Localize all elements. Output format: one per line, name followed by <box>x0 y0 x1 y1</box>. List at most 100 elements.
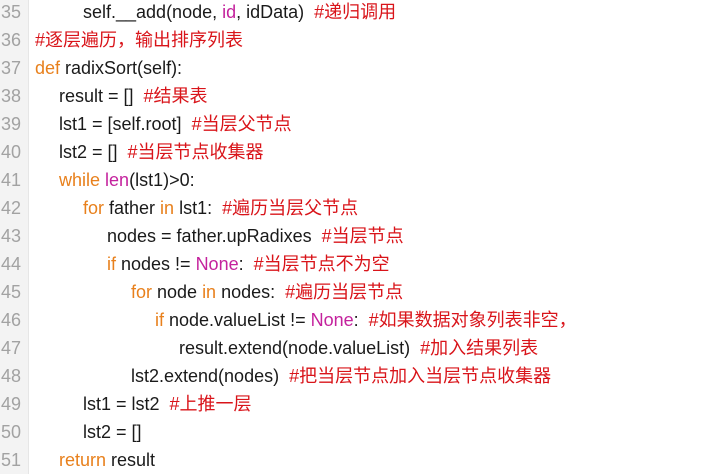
keyword-token: in <box>160 198 175 218</box>
code-line[interactable]: 39 lst1 = [self.root] #当层父节点 <box>0 110 722 138</box>
line-number-gutter <box>0 0 29 474</box>
code-content: nodes = father.upRadixes #当层节点 <box>107 222 404 250</box>
line-number: 41 <box>1 170 22 190</box>
keyword-token: for <box>131 282 153 302</box>
code-text: nodes: <box>216 282 286 302</box>
keyword-token: def <box>35 58 61 78</box>
line-number: 38 <box>1 86 22 106</box>
code-text: result <box>106 450 156 470</box>
code-text: , idData) <box>236 2 315 22</box>
builtin-token: None <box>195 254 239 274</box>
code-text: self.__add(node, <box>83 2 223 22</box>
keyword-token: if <box>155 310 164 330</box>
code-content: result = [] #结果表 <box>59 82 208 110</box>
line-number: 43 <box>1 226 22 246</box>
code-line[interactable]: 48 lst2.extend(nodes) #把当层节点加入当层节点收集器 <box>0 362 722 390</box>
code-line[interactable]: 50 lst2 = [] <box>0 418 722 446</box>
code-text: lst1 = [self.root] <box>59 114 192 134</box>
code-content: lst2 = [] #当层节点收集器 <box>59 138 264 166</box>
code-text: father <box>104 198 161 218</box>
code-content: lst2.extend(nodes) #把当层节点加入当层节点收集器 <box>131 362 551 390</box>
code-text: lst1: <box>174 198 223 218</box>
keyword-token: while <box>59 170 101 190</box>
code-content: self.__add(node, id, idData) #递归调用 <box>83 0 396 26</box>
comment-token: #加入结果列表 <box>420 338 539 358</box>
code-content: if node.valueList != None: #如果数据对象列表非空， <box>155 306 577 334</box>
code-text: nodes = father.upRadixes <box>107 226 322 246</box>
code-line[interactable]: 41 while len(lst1)>0: <box>0 166 722 194</box>
line-number: 36 <box>1 30 22 50</box>
comment-token: #遍历当层父节点 <box>222 198 359 218</box>
line-number: 46 <box>1 310 22 330</box>
code-line[interactable]: 49 lst1 = lst2 #上推一层 <box>0 390 722 418</box>
code-line[interactable]: 43 nodes = father.upRadixes #当层节点 <box>0 222 722 250</box>
line-number: 49 <box>1 394 22 414</box>
code-content: result.extend(node.valueList) #加入结果列表 <box>179 334 538 362</box>
comment-token: #把当层节点加入当层节点收集器 <box>289 366 552 386</box>
code-line[interactable]: 40 lst2 = [] #当层节点收集器 <box>0 138 722 166</box>
keyword-token: if <box>107 254 116 274</box>
line-number: 44 <box>1 254 22 274</box>
code-text: result.extend(node.valueList) <box>179 338 421 358</box>
code-content: return result <box>59 446 155 474</box>
code-content: lst1 = lst2 #上推一层 <box>83 390 252 418</box>
comment-token: #当层节点不为空 <box>253 254 390 274</box>
comment-token: #递归调用 <box>314 2 397 22</box>
line-number: 51 <box>1 450 22 470</box>
code-line[interactable]: 44 if nodes != None: #当层节点不为空 <box>0 250 722 278</box>
comment-token: #如果数据对象列表非空， <box>368 310 577 330</box>
code-line[interactable]: 46 if node.valueList != None: #如果数据对象列表非空… <box>0 306 722 334</box>
code-line[interactable]: 47 result.extend(node.valueList) #加入结果列表 <box>0 334 722 362</box>
code-content: while len(lst1)>0: <box>59 166 195 194</box>
code-text: lst1 = lst2 <box>83 394 170 414</box>
code-content: for father in lst1: #遍历当层父节点 <box>83 194 358 222</box>
code-content: def radixSort(self): <box>35 54 182 82</box>
code-line[interactable]: 37 def radixSort(self): <box>0 54 722 82</box>
code-text: radixSort(self): <box>60 58 183 78</box>
comment-token: #遍历当层节点 <box>285 282 404 302</box>
keyword-token: in <box>202 282 217 302</box>
code-text: (lst1)>0: <box>129 170 195 190</box>
code-text: result = [] <box>59 86 144 106</box>
comment-token: #上推一层 <box>169 394 252 414</box>
code-text: nodes != <box>116 254 196 274</box>
code-content: #逐层遍历，输出排序列表 <box>35 26 243 54</box>
comment-token: #结果表 <box>143 86 208 106</box>
comment-token: #当层父节点 <box>191 114 292 134</box>
code-content: if nodes != None: #当层节点不为空 <box>107 250 390 278</box>
code-line[interactable]: 51 return result <box>0 446 722 474</box>
code-content: for node in nodes: #遍历当层节点 <box>131 278 403 306</box>
line-number: 47 <box>1 338 22 358</box>
code-text: node <box>152 282 203 302</box>
code-line[interactable]: 38 result = [] #结果表 <box>0 82 722 110</box>
line-number: 48 <box>1 366 22 386</box>
line-number: 45 <box>1 282 22 302</box>
keyword-token: return <box>59 450 107 470</box>
code-text: : <box>238 254 254 274</box>
line-number: 35 <box>1 2 22 22</box>
comment-token: #当层节点收集器 <box>127 142 264 162</box>
line-number: 40 <box>1 142 22 162</box>
line-number: 39 <box>1 114 22 134</box>
builtin-token: None <box>310 310 354 330</box>
line-number: 37 <box>1 58 22 78</box>
builtin-token: len <box>105 170 130 190</box>
code-text: lst2 = [] <box>59 142 128 162</box>
code-line[interactable]: 42 for father in lst1: #遍历当层父节点 <box>0 194 722 222</box>
code-text: node.valueList != <box>164 310 311 330</box>
code-text: lst2.extend(nodes) <box>131 366 290 386</box>
line-number: 42 <box>1 198 22 218</box>
builtin-token: id <box>222 2 237 22</box>
comment-token: #当层节点 <box>321 226 404 246</box>
code-line[interactable]: 35 self.__add(node, id, idData) #递归调用 <box>0 0 722 26</box>
comment-token: #逐层遍历，输出排序列表 <box>35 30 244 50</box>
code-content: lst1 = [self.root] #当层父节点 <box>59 110 292 138</box>
code-text: lst2 = [] <box>83 422 142 442</box>
code-line[interactable]: 36 #逐层遍历，输出排序列表 <box>0 26 722 54</box>
code-content: lst2 = [] <box>83 418 142 446</box>
code-text: : <box>353 310 369 330</box>
line-number: 50 <box>1 422 22 442</box>
keyword-token: for <box>83 198 105 218</box>
code-line[interactable]: 45 for node in nodes: #遍历当层节点 <box>0 278 722 306</box>
